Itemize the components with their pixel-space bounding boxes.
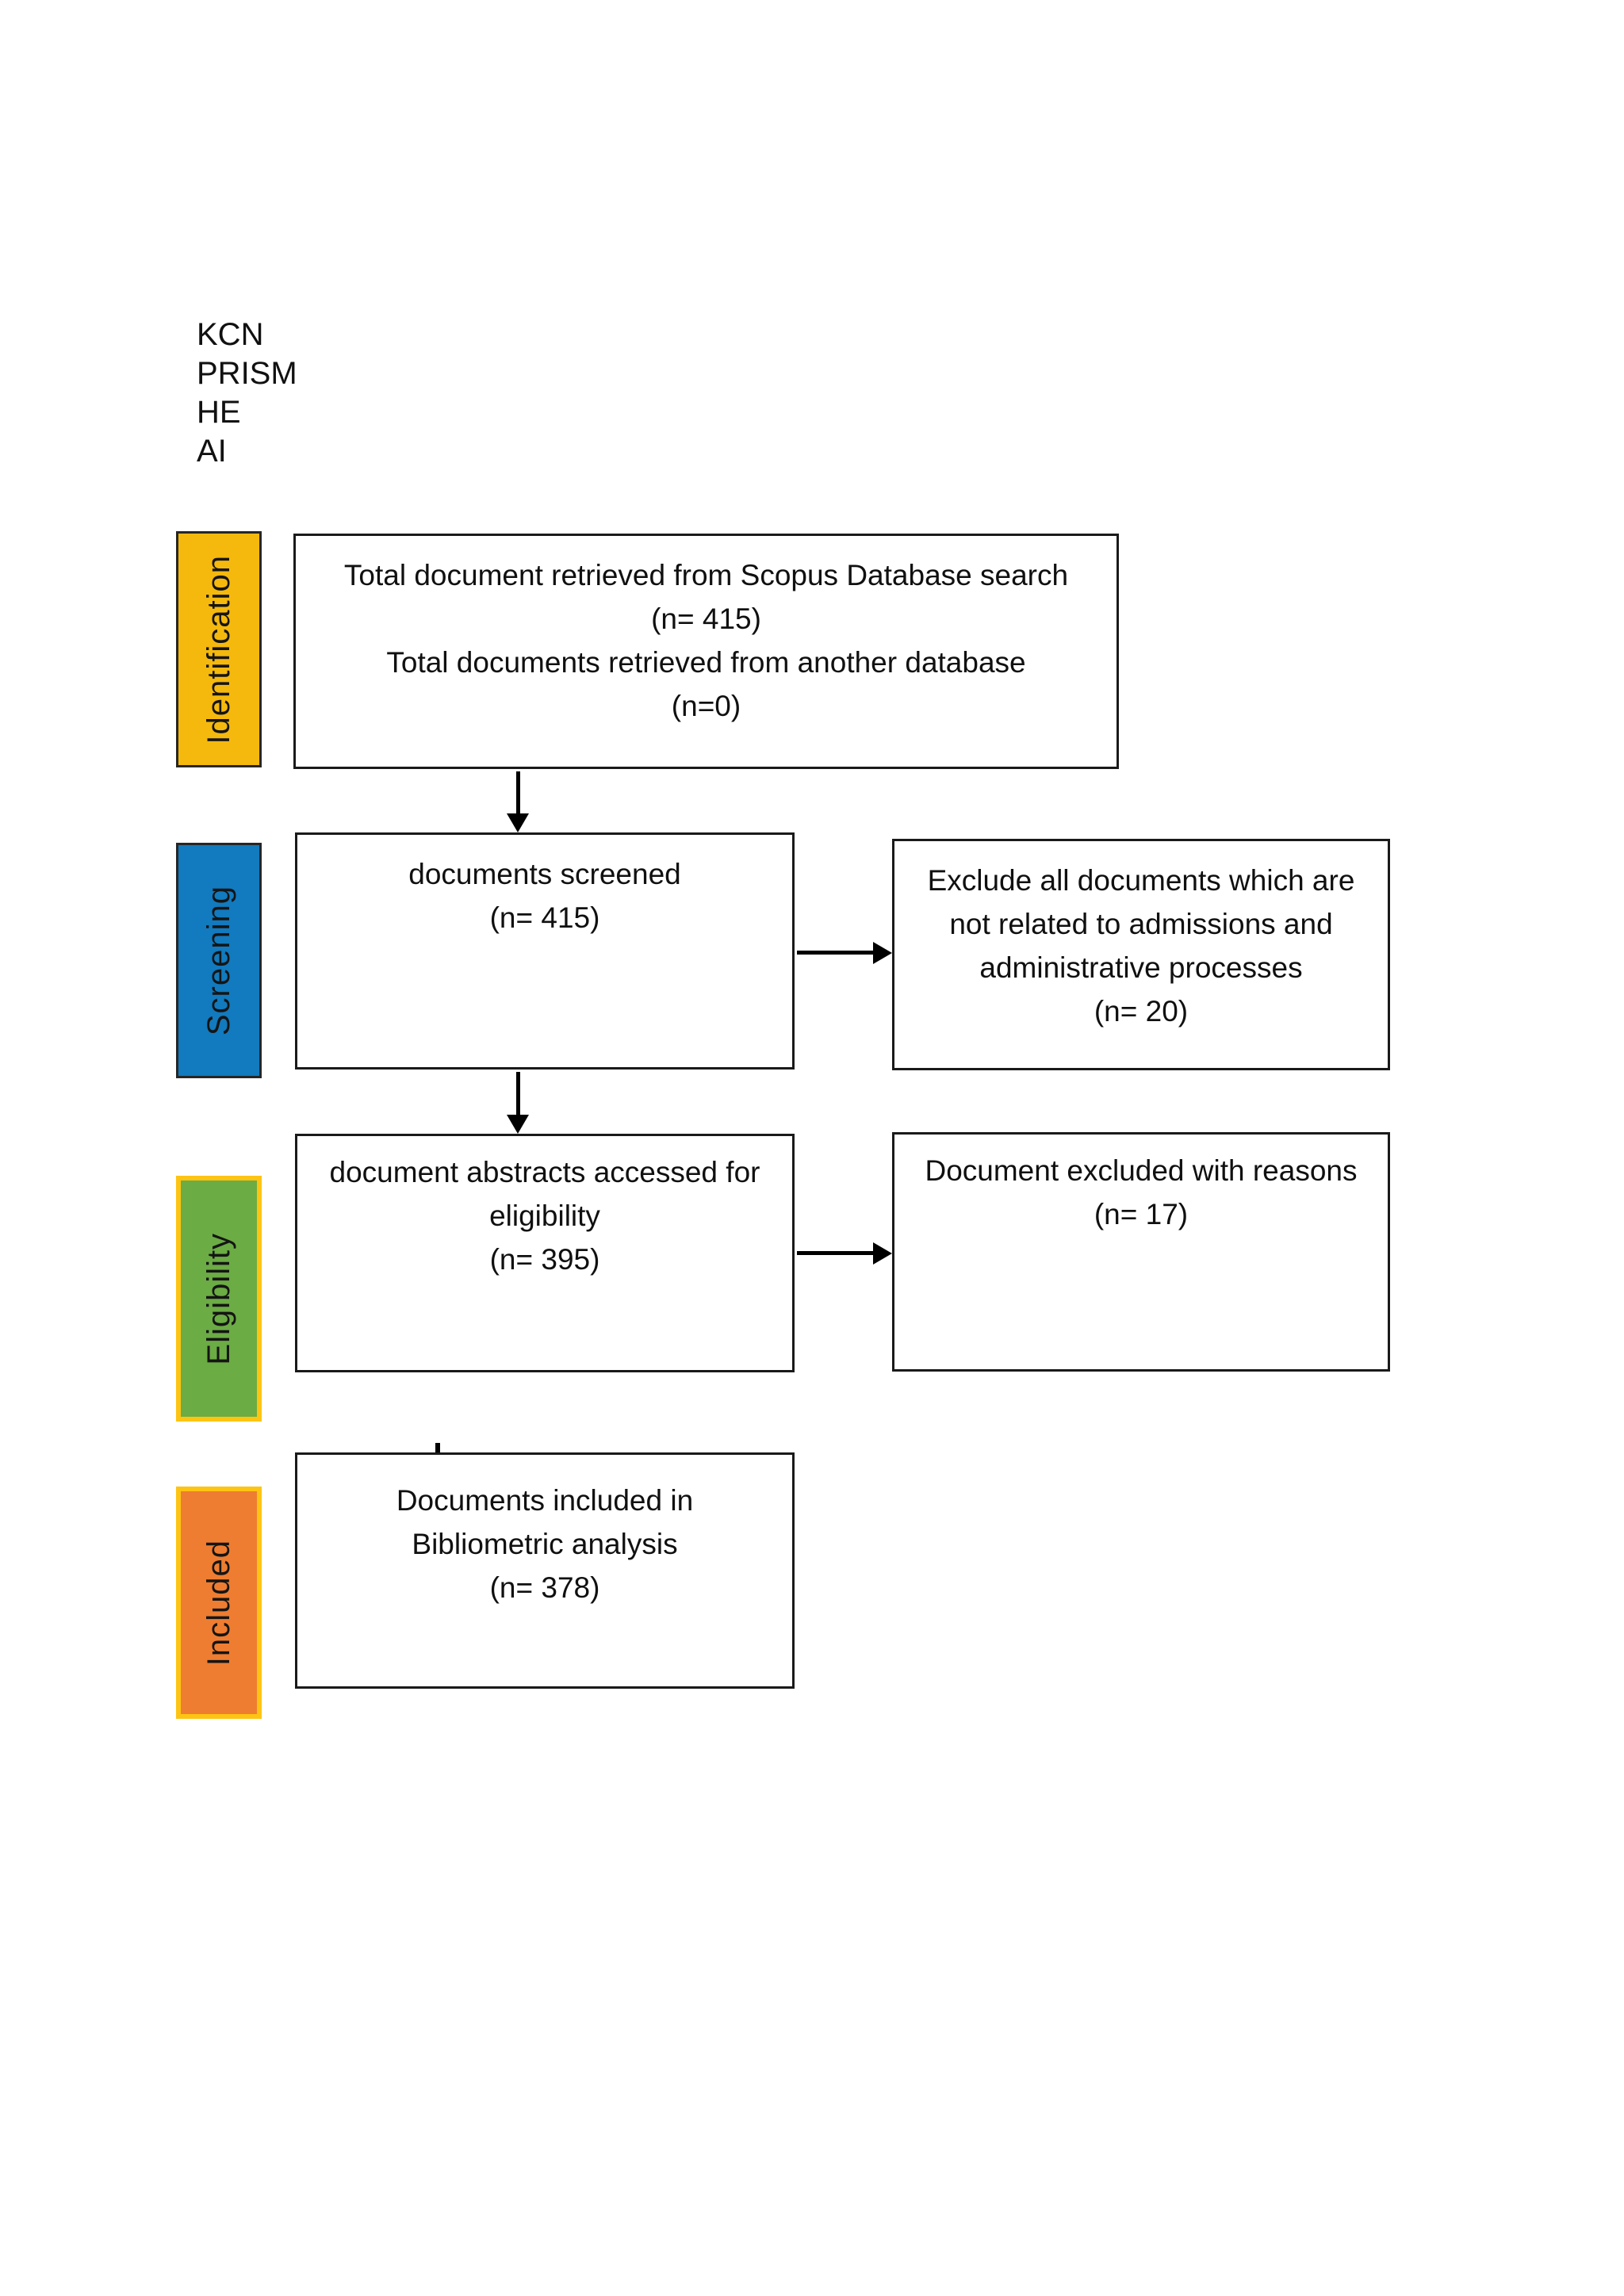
- header-line: KCN: [197, 317, 264, 352]
- box-line: (n= 17): [1094, 1198, 1189, 1230]
- header-text-block: KCN PRISM HE AI: [197, 316, 297, 471]
- arrow-eligibility-to-exclusion-line: [797, 1251, 873, 1255]
- box-line: (n=0): [671, 690, 741, 722]
- box-line: not related to admissions and: [949, 908, 1333, 940]
- box-line: (n= 378): [489, 1571, 600, 1604]
- box-line: Exclude all documents which are: [927, 864, 1355, 897]
- stage-label-text: Identification: [201, 554, 236, 744]
- stage-label-included: Included: [176, 1487, 262, 1719]
- arrow-right-icon: [873, 1242, 892, 1265]
- box-line: Total document retrieved from Scopus Dat…: [343, 559, 1069, 591]
- header-line: HE: [197, 395, 241, 430]
- eligibility-box: document abstracts accessed for eligibil…: [295, 1134, 795, 1372]
- stage-label-text: Eligibility: [201, 1232, 236, 1365]
- stage-label-identification: Identification: [176, 531, 262, 767]
- stage-label-eligibility: Eligibility: [176, 1176, 262, 1422]
- arrow-screening-to-eligibility-line: [516, 1072, 520, 1115]
- box-line: Total documents retrieved from another d…: [386, 646, 1026, 679]
- arrow-identification-to-screening-line: [516, 771, 520, 815]
- arrow-down-icon: [507, 1115, 529, 1134]
- identification-box: Total document retrieved from Scopus Dat…: [293, 534, 1119, 769]
- eligibility-exclusion-box: Document excluded with reasons (n= 17): [892, 1132, 1390, 1372]
- box-line: eligibility: [489, 1200, 600, 1232]
- screening-box: documents screened (n= 415): [295, 832, 795, 1070]
- box-line: (n= 395): [489, 1243, 600, 1276]
- included-box: Documents included in Bibliometric analy…: [295, 1452, 795, 1689]
- arrow-eligibility-to-included-tick: [435, 1443, 440, 1452]
- box-line: administrative processes: [979, 951, 1303, 984]
- stage-label-text: Included: [201, 1539, 236, 1667]
- box-line: (n= 415): [651, 603, 761, 635]
- stage-label-text: Screening: [201, 885, 236, 1036]
- box-line: Documents included in: [396, 1484, 694, 1517]
- box-line: Document excluded with reasons: [925, 1154, 1358, 1187]
- box-line: Bibliometric analysis: [412, 1528, 678, 1560]
- header-line: PRISM: [197, 356, 297, 391]
- box-line: (n= 20): [1094, 995, 1189, 1027]
- box-line: (n= 415): [489, 901, 600, 934]
- arrow-down-icon: [507, 813, 529, 832]
- box-line: document abstracts accessed for: [329, 1156, 760, 1188]
- header-line: AI: [197, 434, 227, 469]
- arrow-screening-to-exclusion-line: [797, 951, 873, 955]
- stage-label-screening: Screening: [176, 843, 262, 1078]
- arrow-right-icon: [873, 942, 892, 964]
- box-line: documents screened: [408, 858, 681, 890]
- screening-exclusion-box: Exclude all documents which are not rela…: [892, 839, 1390, 1070]
